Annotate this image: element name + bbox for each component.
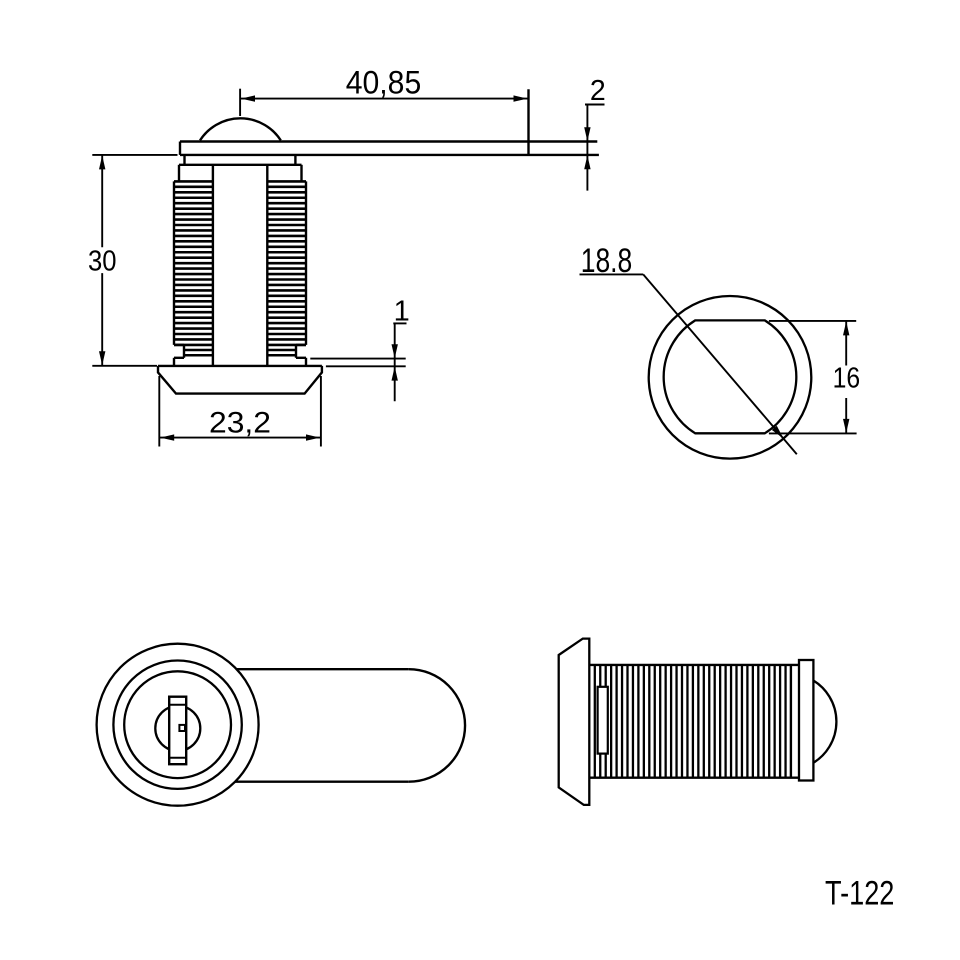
svg-text:30: 30 [88,246,117,278]
svg-text:40,85: 40,85 [346,64,422,100]
svg-text:2: 2 [590,75,606,107]
svg-text:18.8: 18.8 [581,242,633,280]
svg-text:23,2: 23,2 [209,407,271,440]
svg-text:1: 1 [394,295,410,327]
svg-text:T-122: T-122 [825,874,894,912]
svg-text:16: 16 [833,363,861,395]
